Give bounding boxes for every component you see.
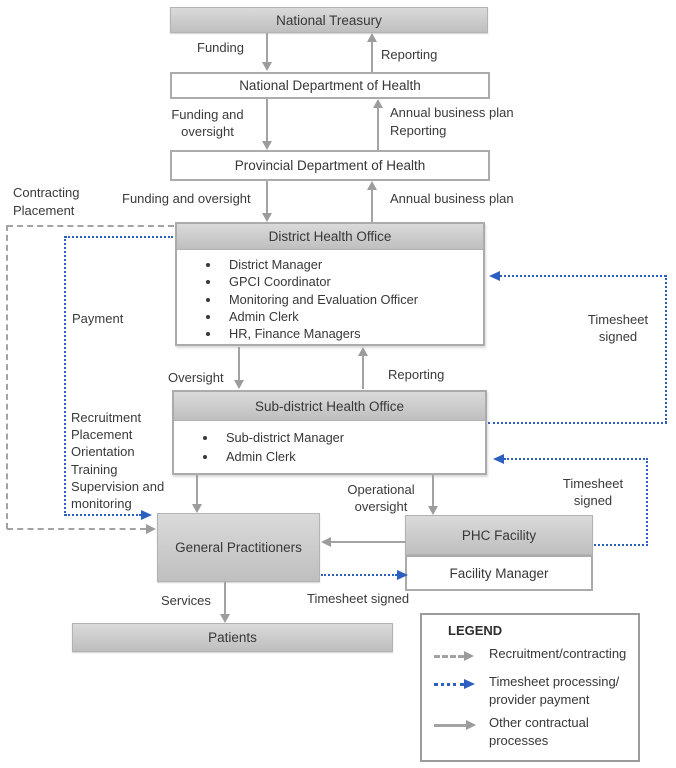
box-subdistrict-health-office: Sub-district Health Office Sub-district … <box>172 390 487 475</box>
arrow-phc-to-gp-head <box>321 537 331 547</box>
solid-arrow-icon <box>434 720 486 730</box>
dotted-phc-to-sub-bottom <box>594 544 648 546</box>
dotted-arrow-icon <box>434 679 486 689</box>
arrow-funding-oversight2-line <box>266 181 268 214</box>
legend-item-label: Other contractual processes <box>489 715 589 748</box>
arrow-funding-oversight2-head <box>262 213 272 222</box>
dotted-sub-to-district-top <box>500 275 666 277</box>
subdistrict-staff-list: Sub-district Manager Admin Clerk <box>174 421 485 466</box>
arrow-annual-plan-line <box>371 189 373 222</box>
label-funding: Funding <box>197 40 244 55</box>
dashed-contracting-arrowhead <box>146 524 156 534</box>
arrow-annual-plan-head <box>367 181 377 190</box>
box-general-practitioners: General Practitioners <box>157 513 320 582</box>
arrow-reporting-mid-line <box>362 355 364 389</box>
dashed-contracting-bottom <box>7 528 146 530</box>
dotted-sub-to-district-bottom <box>488 422 667 424</box>
district-health-office-title: District Health Office <box>177 224 483 250</box>
arrow-annual-plan-reporting-line <box>377 107 379 150</box>
label-funding-and-oversight: Funding and oversight <box>171 107 244 139</box>
list-item: District Manager <box>221 256 479 273</box>
list-item: Admin Clerk <box>218 448 481 467</box>
label-oversight: Oversight <box>168 370 224 385</box>
box-national-department-of-health: National Department of Health <box>170 72 490 99</box>
box-provincial-department-of-health: Provincial Department of Health <box>170 150 490 181</box>
arrow-reporting-top-line <box>371 41 373 72</box>
district-staff-list: District Manager GPCI Coordinator Monito… <box>177 250 483 342</box>
arrow-operational-oversight-line <box>432 475 434 507</box>
dotted-phc-to-sub-top <box>504 458 648 460</box>
label-reporting-top: Reporting <box>381 47 438 62</box>
label-services: Services <box>161 593 211 608</box>
dotted-payment-vertical <box>64 236 66 516</box>
arrow-oversight-head <box>234 380 244 389</box>
dotted-phc-to-sub-vertical <box>646 458 648 546</box>
dashed-arrow-icon <box>434 651 486 661</box>
label-annual-business-plan: Annual business plan <box>390 191 514 206</box>
dotted-payment-top <box>65 236 173 238</box>
dotted-sub-to-district-vertical <box>665 275 667 423</box>
list-item: GPCI Coordinator <box>221 273 479 290</box>
label-annual-business-plan-reporting: Annual business plan Reporting <box>390 105 514 138</box>
box-district-health-office: District Health Office District Manager … <box>175 222 485 346</box>
arrow-subdistrict-to-gp-line <box>196 475 198 505</box>
legend-item-label: Timesheet processing/ provider payment <box>489 674 620 707</box>
label-reporting-mid: Reporting <box>388 367 445 382</box>
list-item: Admin Clerk <box>221 308 479 325</box>
dotted-sub-to-district-arrowhead <box>489 271 500 281</box>
label-operational-oversight: Operational oversight <box>347 482 415 514</box>
dotted-gp-to-facility-arrowhead <box>397 570 408 580</box>
legend: LEGEND Recruitment/contracting Timesheet… <box>420 613 640 762</box>
legend-item-timesheet: Timesheet processing/ provider payment <box>434 673 619 709</box>
label-timesheet-signed-mid: Timesheet signed <box>562 476 624 508</box>
box-national-treasury: National Treasury <box>170 7 488 33</box>
box-phc-facility: PHC Facility <box>405 515 593 555</box>
subdistrict-health-office-title: Sub-district Health Office <box>174 392 485 421</box>
arrow-reporting-top-head <box>367 33 377 42</box>
arrow-services-line <box>224 582 226 615</box>
dashed-contracting-top <box>7 225 174 227</box>
legend-item-recruitment: Recruitment/contracting <box>434 645 626 663</box>
arrow-subdistrict-to-gp-head <box>192 504 202 513</box>
box-facility-manager: Facility Manager <box>405 555 593 591</box>
arrow-operational-oversight-head <box>428 506 438 515</box>
label-timesheet-signed-bottom: Timesheet signed <box>307 591 410 606</box>
arrow-annual-plan-reporting-head <box>373 99 383 108</box>
arrow-services-head <box>220 614 230 623</box>
dotted-phc-to-sub-arrowhead <box>493 454 504 464</box>
arrow-phc-to-gp-line <box>330 541 406 543</box>
legend-item-label: Recruitment/contracting <box>489 646 627 661</box>
arrow-funding-line <box>266 33 268 64</box>
arrow-funding-head <box>262 62 272 71</box>
box-patients: Patients <box>72 623 393 652</box>
dotted-gp-to-facility-line <box>321 574 397 576</box>
list-item: Monitoring and Evaluation Officer <box>221 291 479 308</box>
label-funding-and-oversight-2: Funding and oversight <box>122 191 251 206</box>
arrow-funding-oversight-line <box>266 99 268 142</box>
label-timesheet-signed-upper: Timesheet signed <box>587 312 649 344</box>
list-item: HR, Finance Managers <box>221 325 479 342</box>
arrow-funding-oversight-head <box>262 141 272 150</box>
label-recruitment-list: Recruitment Placement Orientation Traini… <box>71 410 165 512</box>
list-item: Sub-district Manager <box>218 429 481 448</box>
dotted-payment-bottom <box>65 514 141 516</box>
legend-title: LEGEND <box>448 623 503 638</box>
dashed-contracting-vertical <box>6 225 8 529</box>
label-contracting-placement: Contracting Placement <box>13 185 80 218</box>
legend-item-other: Other contractual processes <box>434 714 589 750</box>
arrow-reporting-mid-head <box>358 347 368 356</box>
arrow-oversight-line <box>238 347 240 382</box>
dotted-payment-arrowhead <box>141 510 152 520</box>
label-payment: Payment <box>72 311 124 326</box>
